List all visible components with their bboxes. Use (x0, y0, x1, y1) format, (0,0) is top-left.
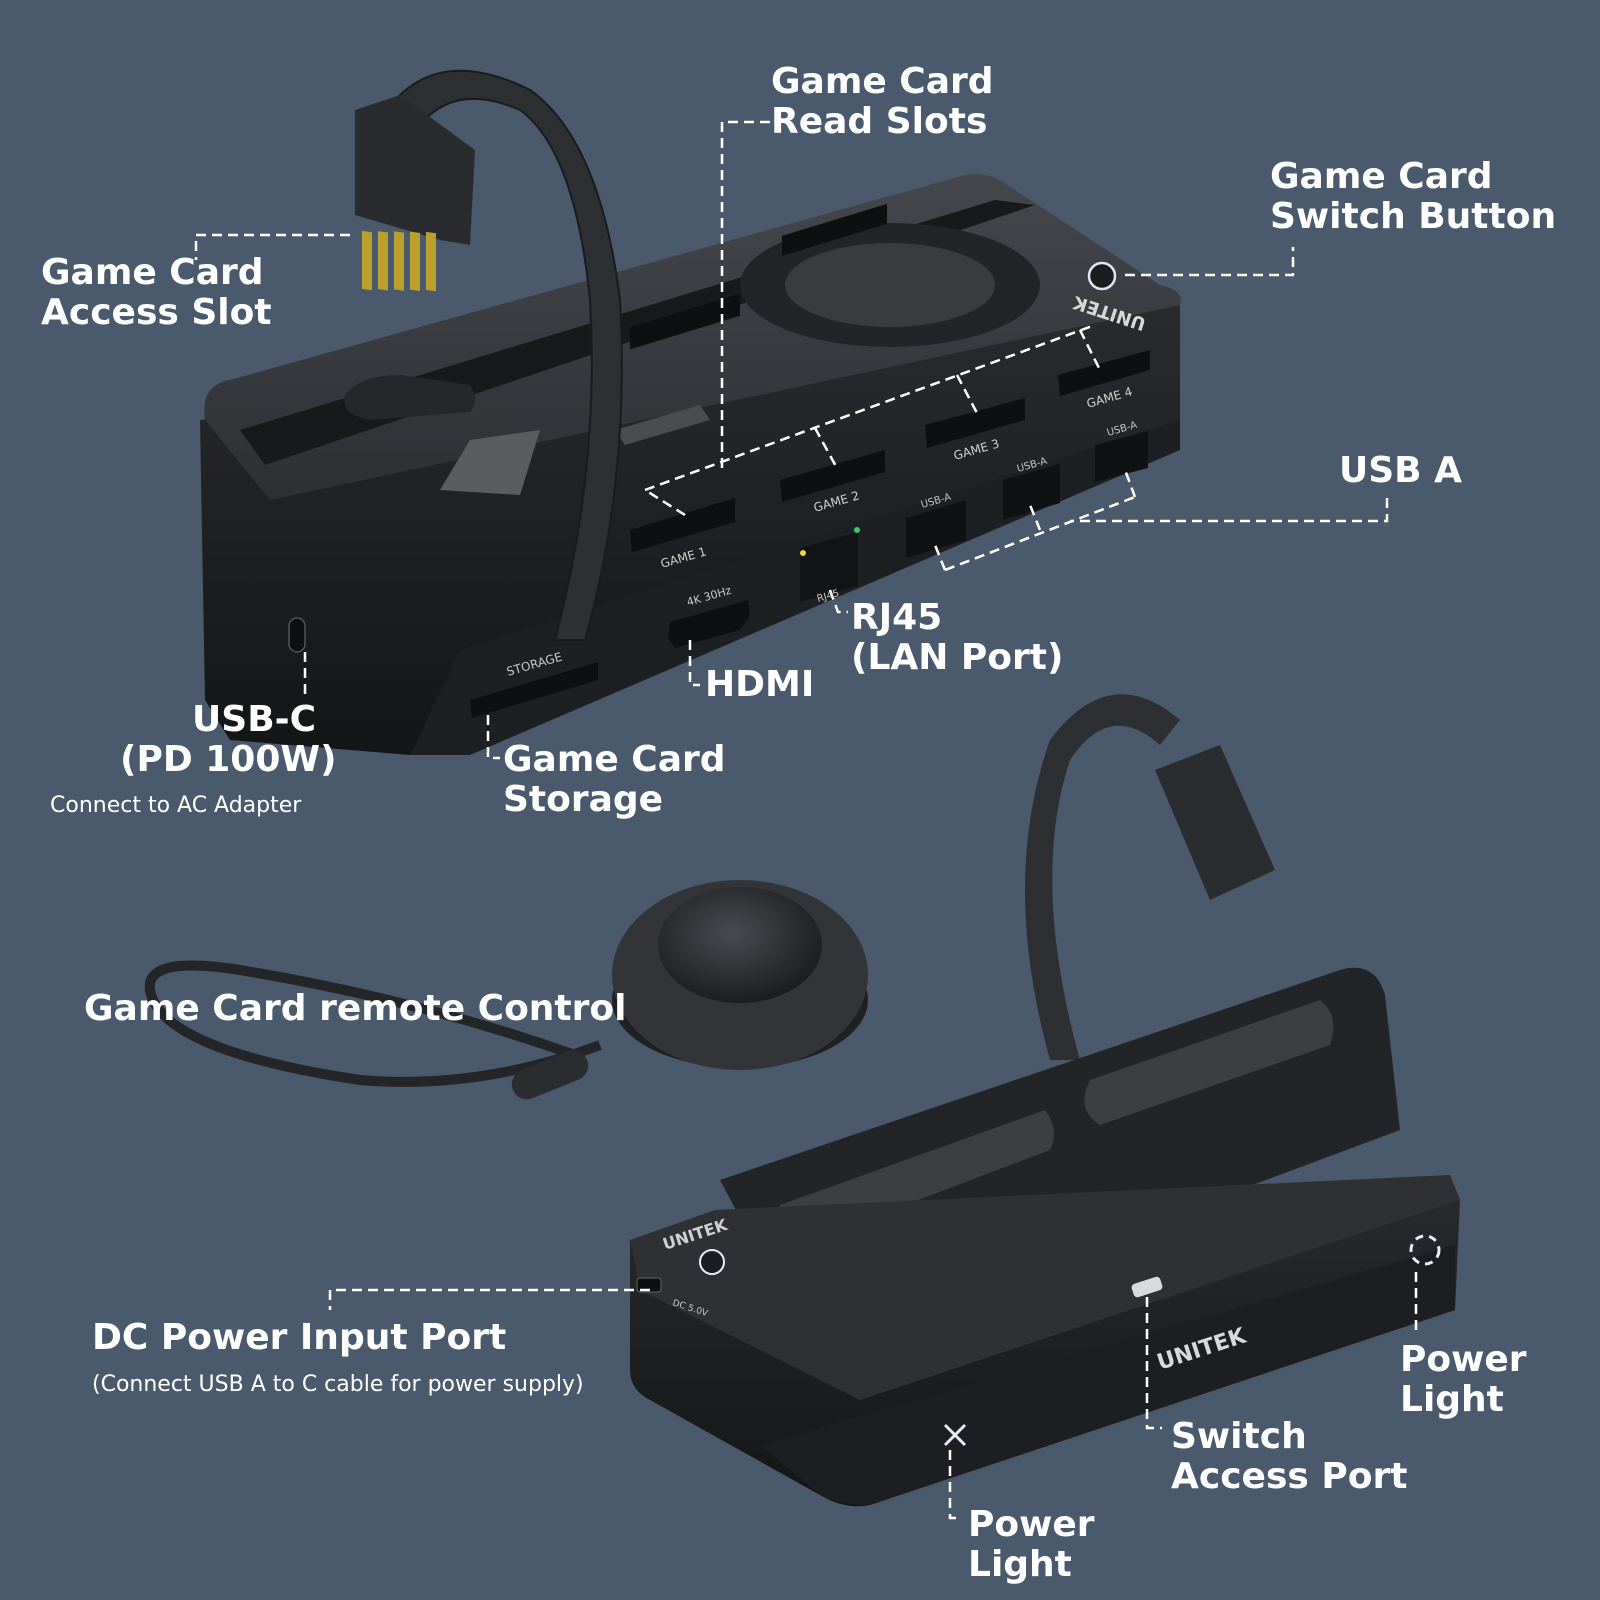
rj45-led-yellow (800, 550, 806, 556)
callout-hdmi: HDMI (705, 664, 815, 705)
power-light-icon (1409, 1234, 1441, 1266)
usb-a-port-1[interactable] (906, 500, 966, 558)
hub-cutout-3 (615, 405, 710, 445)
dock-device: UNITEK UNITEK DC 5.0V (630, 694, 1460, 1507)
callout-read-slots: Game Card Read Slots (771, 61, 994, 142)
game-slot-1[interactable] (630, 293, 740, 350)
dock-top-face (630, 1175, 1460, 1400)
callout-dc-input: DC Power Input Port (92, 1317, 507, 1358)
game-slot-2[interactable] (782, 203, 887, 256)
remote-lanyard (144, 960, 602, 1087)
usb-c-port[interactable] (288, 617, 306, 653)
hub-cutout-1 (344, 375, 475, 420)
power-light-icon (943, 1423, 967, 1447)
leader-lines (194, 120, 1418, 1520)
hub-recess-inner (785, 243, 995, 327)
callout-remote: Game Card remote Control (84, 988, 627, 1029)
callout-switch-port: Switch Access Port (1171, 1416, 1408, 1497)
remote-control (144, 880, 868, 1100)
leader-rj45 (828, 589, 848, 614)
rj45-led-green (854, 527, 860, 533)
card-connector (355, 95, 475, 245)
callout-usb-c: USB-C (PD 100W) (120, 699, 337, 780)
callout-usb-c-note: Connect to AC Adapter (50, 793, 302, 818)
leader-read-slots-branches (644, 323, 1102, 517)
leader-switch-button (1125, 247, 1295, 277)
leader-hdmi (688, 640, 700, 687)
lid-card-pad-2 (1084, 1000, 1334, 1125)
callout-switch-button: Game Card Switch Button (1270, 156, 1557, 237)
callout-access-slot: Game Card Access Slot (41, 252, 272, 333)
leader-read-slots (720, 120, 770, 470)
leader-storage (486, 715, 500, 760)
dock-button-icon[interactable] (699, 1249, 725, 1275)
hub-front-lip (410, 420, 1180, 755)
game-slot-1-opening[interactable] (630, 498, 735, 552)
game-slot-4-opening[interactable] (1058, 350, 1150, 396)
dock-connector (1155, 745, 1275, 900)
callout-power-light-bottom: Power Light (968, 1504, 1095, 1585)
power-button-icon[interactable] (1087, 261, 1117, 291)
lanyard-clip (511, 1050, 589, 1100)
round-remote-icon[interactable] (658, 887, 822, 1003)
usb-a-port-2[interactable] (1003, 464, 1060, 520)
leader-usb-a (933, 469, 1389, 572)
storage-slot[interactable] (470, 662, 598, 718)
dc-input-port[interactable] (636, 1277, 662, 1293)
game-slot-3-opening[interactable] (925, 398, 1025, 448)
callout-power-light-right: Power Light (1400, 1339, 1527, 1420)
leader-switch-port (1145, 1297, 1162, 1430)
dock-ribbon (1025, 694, 1180, 1060)
callout-usb-a: USB A (1339, 450, 1462, 491)
hub-cutout-2 (440, 430, 540, 495)
leader-access-slot (194, 233, 350, 260)
callout-dc-note: (Connect USB A to C cable for power supp… (92, 1372, 584, 1397)
callout-rj45: RJ45 (LAN Port) (851, 597, 1064, 678)
dock-front-lip (760, 1245, 1455, 1505)
leader-dc-input (328, 1288, 650, 1310)
leader-power-light-bottom (948, 1450, 962, 1520)
hub-device: GAME 1 GAME 2 GAME 3 GAME 4 USB-A USB-A … (200, 69, 1181, 755)
usb-a-port-3[interactable] (1095, 431, 1148, 482)
switch-access-port[interactable] (1131, 1276, 1164, 1299)
game-slot-2-opening[interactable] (780, 450, 885, 502)
hdmi-port[interactable] (668, 600, 750, 648)
rj45-port[interactable] (800, 532, 858, 602)
card-contacts (362, 230, 436, 292)
callout-storage: Game Card Storage (503, 739, 726, 820)
